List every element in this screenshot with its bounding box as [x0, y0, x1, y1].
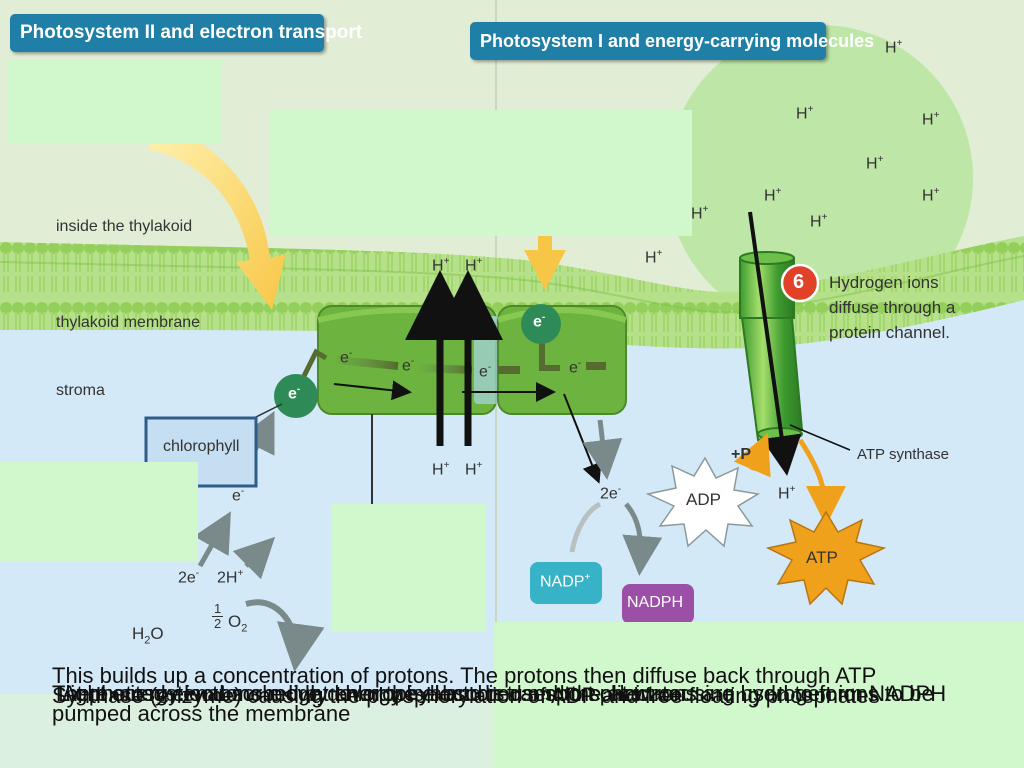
proton-lumen-1: H+	[645, 248, 663, 267]
step-6-line-2: diffuse through a	[829, 298, 956, 317]
proton-lumen-9: H+	[810, 212, 828, 231]
nadp-pill	[530, 562, 602, 604]
atp-label: ATP	[806, 548, 838, 567]
panel-title-left: Photosystem II and electron transport	[10, 14, 362, 52]
panel-title-right: Photosystem I and energy-carrying molecu…	[470, 22, 874, 60]
atp-synthase-pointer	[789, 424, 851, 451]
overlay-box-2	[270, 110, 692, 236]
label-atp-synthase: ATP synthase	[857, 446, 949, 463]
overlay-box-6	[0, 694, 494, 768]
step-6-text: Hydrogen ions diffuse through a protein …	[829, 270, 955, 345]
proton-top-2: H+	[465, 256, 483, 275]
atp-star	[765, 510, 887, 606]
electron-from-water: e-	[232, 486, 245, 505]
step-6-badge	[780, 263, 820, 303]
proton-lumen-8: H+	[691, 204, 709, 223]
electron-chain-4: e-	[569, 358, 582, 377]
electron-chain-2: e-	[402, 356, 415, 375]
photosystem-i-complex	[497, 305, 627, 415]
light-arrow-right	[524, 200, 566, 290]
proton-lumen-3: H+	[796, 104, 814, 123]
proton-top-1: H+	[432, 256, 450, 275]
two-electrons-water: 2e-	[178, 568, 200, 587]
overlay-text-3: Light energy is absorbed by chlorophyll …	[58, 681, 688, 706]
electron-chain-3: e-	[479, 362, 492, 381]
label-stroma: stroma	[56, 382, 105, 399]
adp-burst	[645, 456, 761, 548]
proton-lumen-2: H+	[885, 38, 903, 57]
chlorophyll-electron-ii	[274, 374, 318, 418]
two-protons-water: 2H+	[217, 568, 244, 587]
label-inside-thylakoid: inside the thylakoid	[56, 218, 193, 235]
step-6-line-1: Hydrogen ions	[829, 273, 939, 292]
overlay-box-3	[0, 462, 198, 562]
proton-bottom-1: H+	[432, 460, 450, 479]
label-chlorophyll: chlorophyll	[163, 438, 240, 455]
proton-flow-arrow	[748, 211, 802, 476]
oxygen-molecule: O2	[228, 612, 248, 635]
proton-stroma-synthase: H+	[778, 484, 796, 503]
proton-lumen-7: H+	[922, 186, 940, 205]
adp-label: ADP	[686, 490, 721, 509]
label-thylakoid-membrane: thylakoid membrane	[56, 314, 201, 331]
proton-lumen-4: H+	[922, 110, 940, 129]
electron-dot-i: e-	[533, 312, 546, 331]
electron-chain-1: e-	[340, 348, 353, 367]
proton-bottom-2: H+	[465, 460, 483, 479]
light-arrow-left	[150, 120, 286, 310]
electron-dot-ii: e-	[288, 384, 301, 403]
proton-lumen-5: H+	[866, 154, 884, 173]
two-electrons-nadp: 2e-	[600, 484, 622, 503]
nadp-label: NADP+	[540, 572, 591, 591]
nadph-label: NADPH	[627, 594, 684, 611]
oxygen-fraction: 1 2	[212, 601, 224, 631]
overlay-box-4	[332, 504, 486, 632]
phosphate-label: +P	[731, 446, 752, 463]
proton-lumen-6: H+	[764, 186, 782, 205]
overlay-text-2: The excited electrons move down the elec…	[52, 681, 934, 726]
step-6-number: 6	[793, 271, 805, 293]
overlay-text-4: At photosystem I more light energy is ab…	[62, 681, 947, 706]
chlorophyll-electron-i	[521, 304, 561, 344]
overlay-text-1: This builds up a concentration of proton…	[52, 663, 880, 708]
overlay-box-5	[494, 622, 1024, 768]
water-molecule: H2O	[132, 624, 164, 647]
nadph-pill	[622, 584, 694, 624]
step-6-line-3: protein channel.	[829, 323, 950, 342]
overlay-box-1	[8, 60, 222, 144]
